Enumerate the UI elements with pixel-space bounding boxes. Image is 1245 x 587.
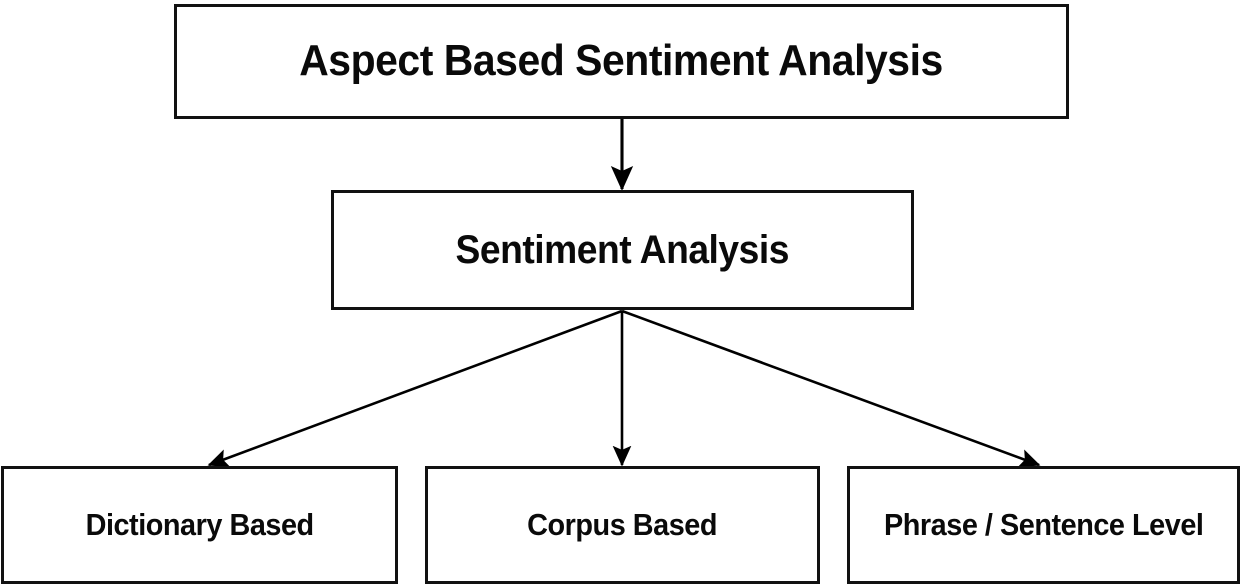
node-label-phrase: Phrase / Sentence Level xyxy=(883,506,1204,542)
node-box-sentiment[interactable]: Sentiment Analysis xyxy=(331,190,914,310)
node-label-root: Aspect Based Sentiment Analysis xyxy=(299,36,944,86)
node-label-corpus: Corpus Based xyxy=(527,506,718,542)
node-box-corpus[interactable]: Corpus Based xyxy=(425,466,820,584)
edge-sentiment-to-phrase xyxy=(621,309,1041,468)
node-label-dictionary: Dictionary Based xyxy=(85,506,314,542)
node-box-dictionary[interactable]: Dictionary Based xyxy=(1,466,398,584)
edge-sentiment-to-dictionary xyxy=(207,309,623,468)
node-box-root[interactable]: Aspect Based Sentiment Analysis xyxy=(174,4,1069,119)
node-label-sentiment: Sentiment Analysis xyxy=(455,228,790,272)
node-box-phrase[interactable]: Phrase / Sentence Level xyxy=(847,466,1240,584)
